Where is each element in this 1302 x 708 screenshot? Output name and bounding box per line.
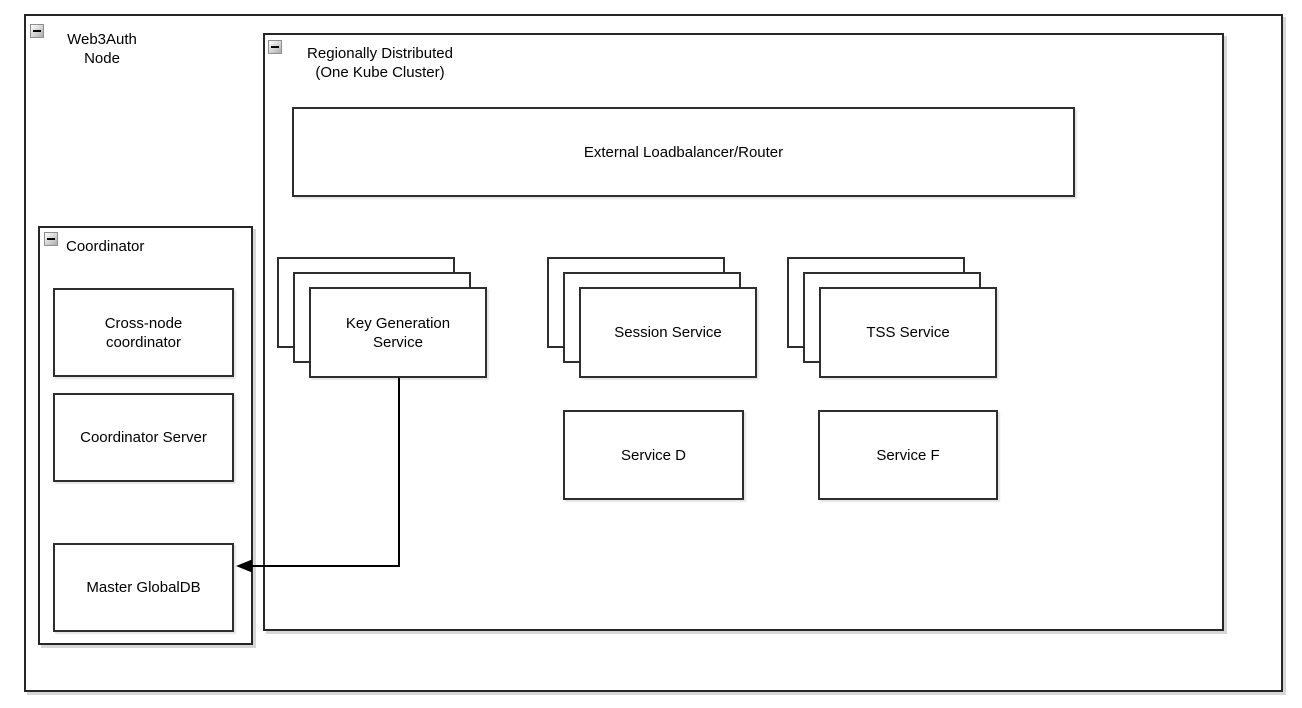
shape-service-d: Service D — [563, 410, 744, 500]
container-coordinator: Coordinator Cross-node coordinator Coord… — [38, 226, 253, 645]
minus-glyph — [271, 46, 279, 48]
title-line: (One Kube Cluster) — [315, 64, 445, 81]
container-title-web3auth: Web3Auth Node — [32, 30, 172, 68]
shape-label: TSS Service — [866, 324, 950, 341]
minus-glyph — [33, 30, 41, 32]
collapse-minus-icon[interactable] — [268, 40, 282, 54]
shape-label: Master GlobalDB — [86, 579, 201, 596]
collapse-minus-icon[interactable] — [44, 232, 58, 246]
title-line: Web3Auth — [67, 31, 137, 48]
shape-tss-service: TSS Service — [819, 287, 997, 378]
shape-label: Service D — [620, 446, 687, 464]
shape-label: Service F — [876, 446, 940, 464]
shape-session-service: Session Service — [579, 287, 757, 378]
shape-key-generation-service: Key Generation Service — [309, 287, 487, 378]
shape-label: Session Service — [614, 324, 722, 341]
container-title-coordinator: Coordinator — [66, 238, 145, 255]
shape-label-line: coordinator — [105, 333, 182, 351]
collapse-minus-icon[interactable] — [30, 24, 44, 38]
title-line: Node — [84, 50, 120, 67]
shape-cross-node-coordinator: Cross-node coordinator — [53, 288, 234, 377]
shape-label: Coordinator Server — [80, 429, 207, 446]
shape-label: External Loadbalancer/Router — [583, 143, 784, 161]
container-title-regionally-distributed: Regionally Distributed (One Kube Cluster… — [290, 44, 470, 82]
title-line: Regionally Distributed — [307, 45, 453, 62]
shape-coordinator-server: Coordinator Server — [53, 393, 234, 482]
shape-external-loadbalancer-router: External Loadbalancer/Router — [292, 107, 1075, 197]
minus-glyph — [47, 238, 55, 240]
shape-label-line: Service — [372, 333, 423, 351]
shape-master-globaldb: Master GlobalDB — [53, 543, 234, 632]
shape-label-line: Key Generation — [345, 314, 451, 332]
shape-label-line: Cross-node — [104, 314, 183, 332]
shape-service-f: Service F — [818, 410, 998, 500]
